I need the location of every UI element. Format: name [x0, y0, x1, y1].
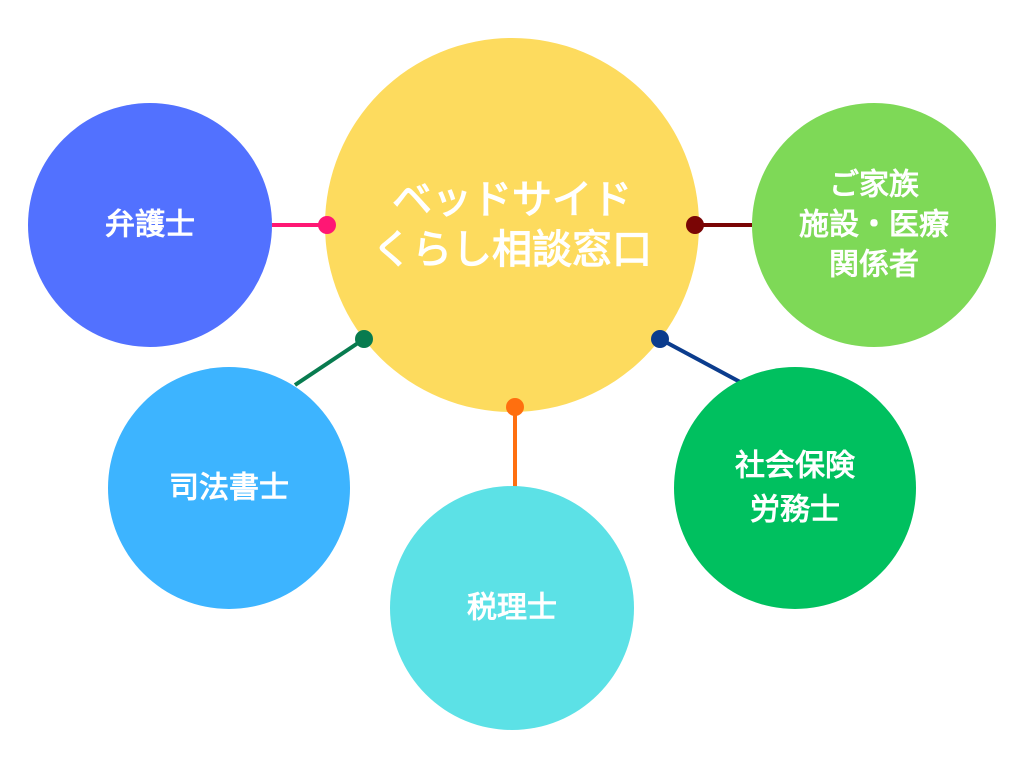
- connector-dots: [318, 216, 704, 416]
- connector-dot-lawyer: [318, 216, 336, 234]
- node-tax-accountant: 税理士: [390, 486, 634, 730]
- connector-dot-judicial-scrivener: [355, 330, 373, 348]
- node-label-family-facility-medical-line-3: 関係者: [829, 248, 919, 283]
- node-lawyer: 弁護士: [28, 103, 272, 347]
- node-label-judicial-scrivener-line-1: 司法書士: [169, 471, 289, 506]
- node-circle-tax-accountant: [390, 486, 634, 730]
- connector-dot-tax-accountant: [506, 398, 524, 416]
- node-label-family-facility-medical-line-2: 施設・医療: [799, 208, 949, 243]
- node-judicial-scrivener: 司法書士: [108, 367, 350, 609]
- node-label-lawyer-line-1: 弁護士: [105, 208, 195, 243]
- connector-dot-family-facility-medical: [686, 216, 704, 234]
- node-circle-lawyer: [28, 103, 272, 347]
- node-circle-family-facility-medical: [752, 103, 996, 347]
- connector-judicial-scrivener: [293, 337, 366, 387]
- node-circle-social-insurance-labor-consultant: [674, 367, 916, 609]
- center-label-line-1: ベッドサイド: [392, 177, 632, 223]
- connector-social-insurance-labor-consultant: [659, 337, 743, 385]
- connectors: [272, 223, 752, 488]
- center-circle: [325, 38, 699, 412]
- node-label-tax-accountant-line-1: 税理士: [467, 591, 557, 626]
- node-label-social-insurance-labor-consultant-line-2: 労務士: [750, 493, 840, 528]
- center-label-line-2: くらし相談窓口: [372, 227, 652, 273]
- connector-dot-social-insurance-labor-consultant: [651, 330, 669, 348]
- nodes: ベッドサイドくらし相談窓口弁護士司法書士税理士社会保険労務士ご家族施設・医療関係…: [28, 38, 996, 730]
- node-label-social-insurance-labor-consultant-line-1: 社会保険: [735, 449, 856, 484]
- node-label-family-facility-medical-line-1: ご家族: [829, 168, 920, 203]
- node-circle-judicial-scrivener: [108, 367, 350, 609]
